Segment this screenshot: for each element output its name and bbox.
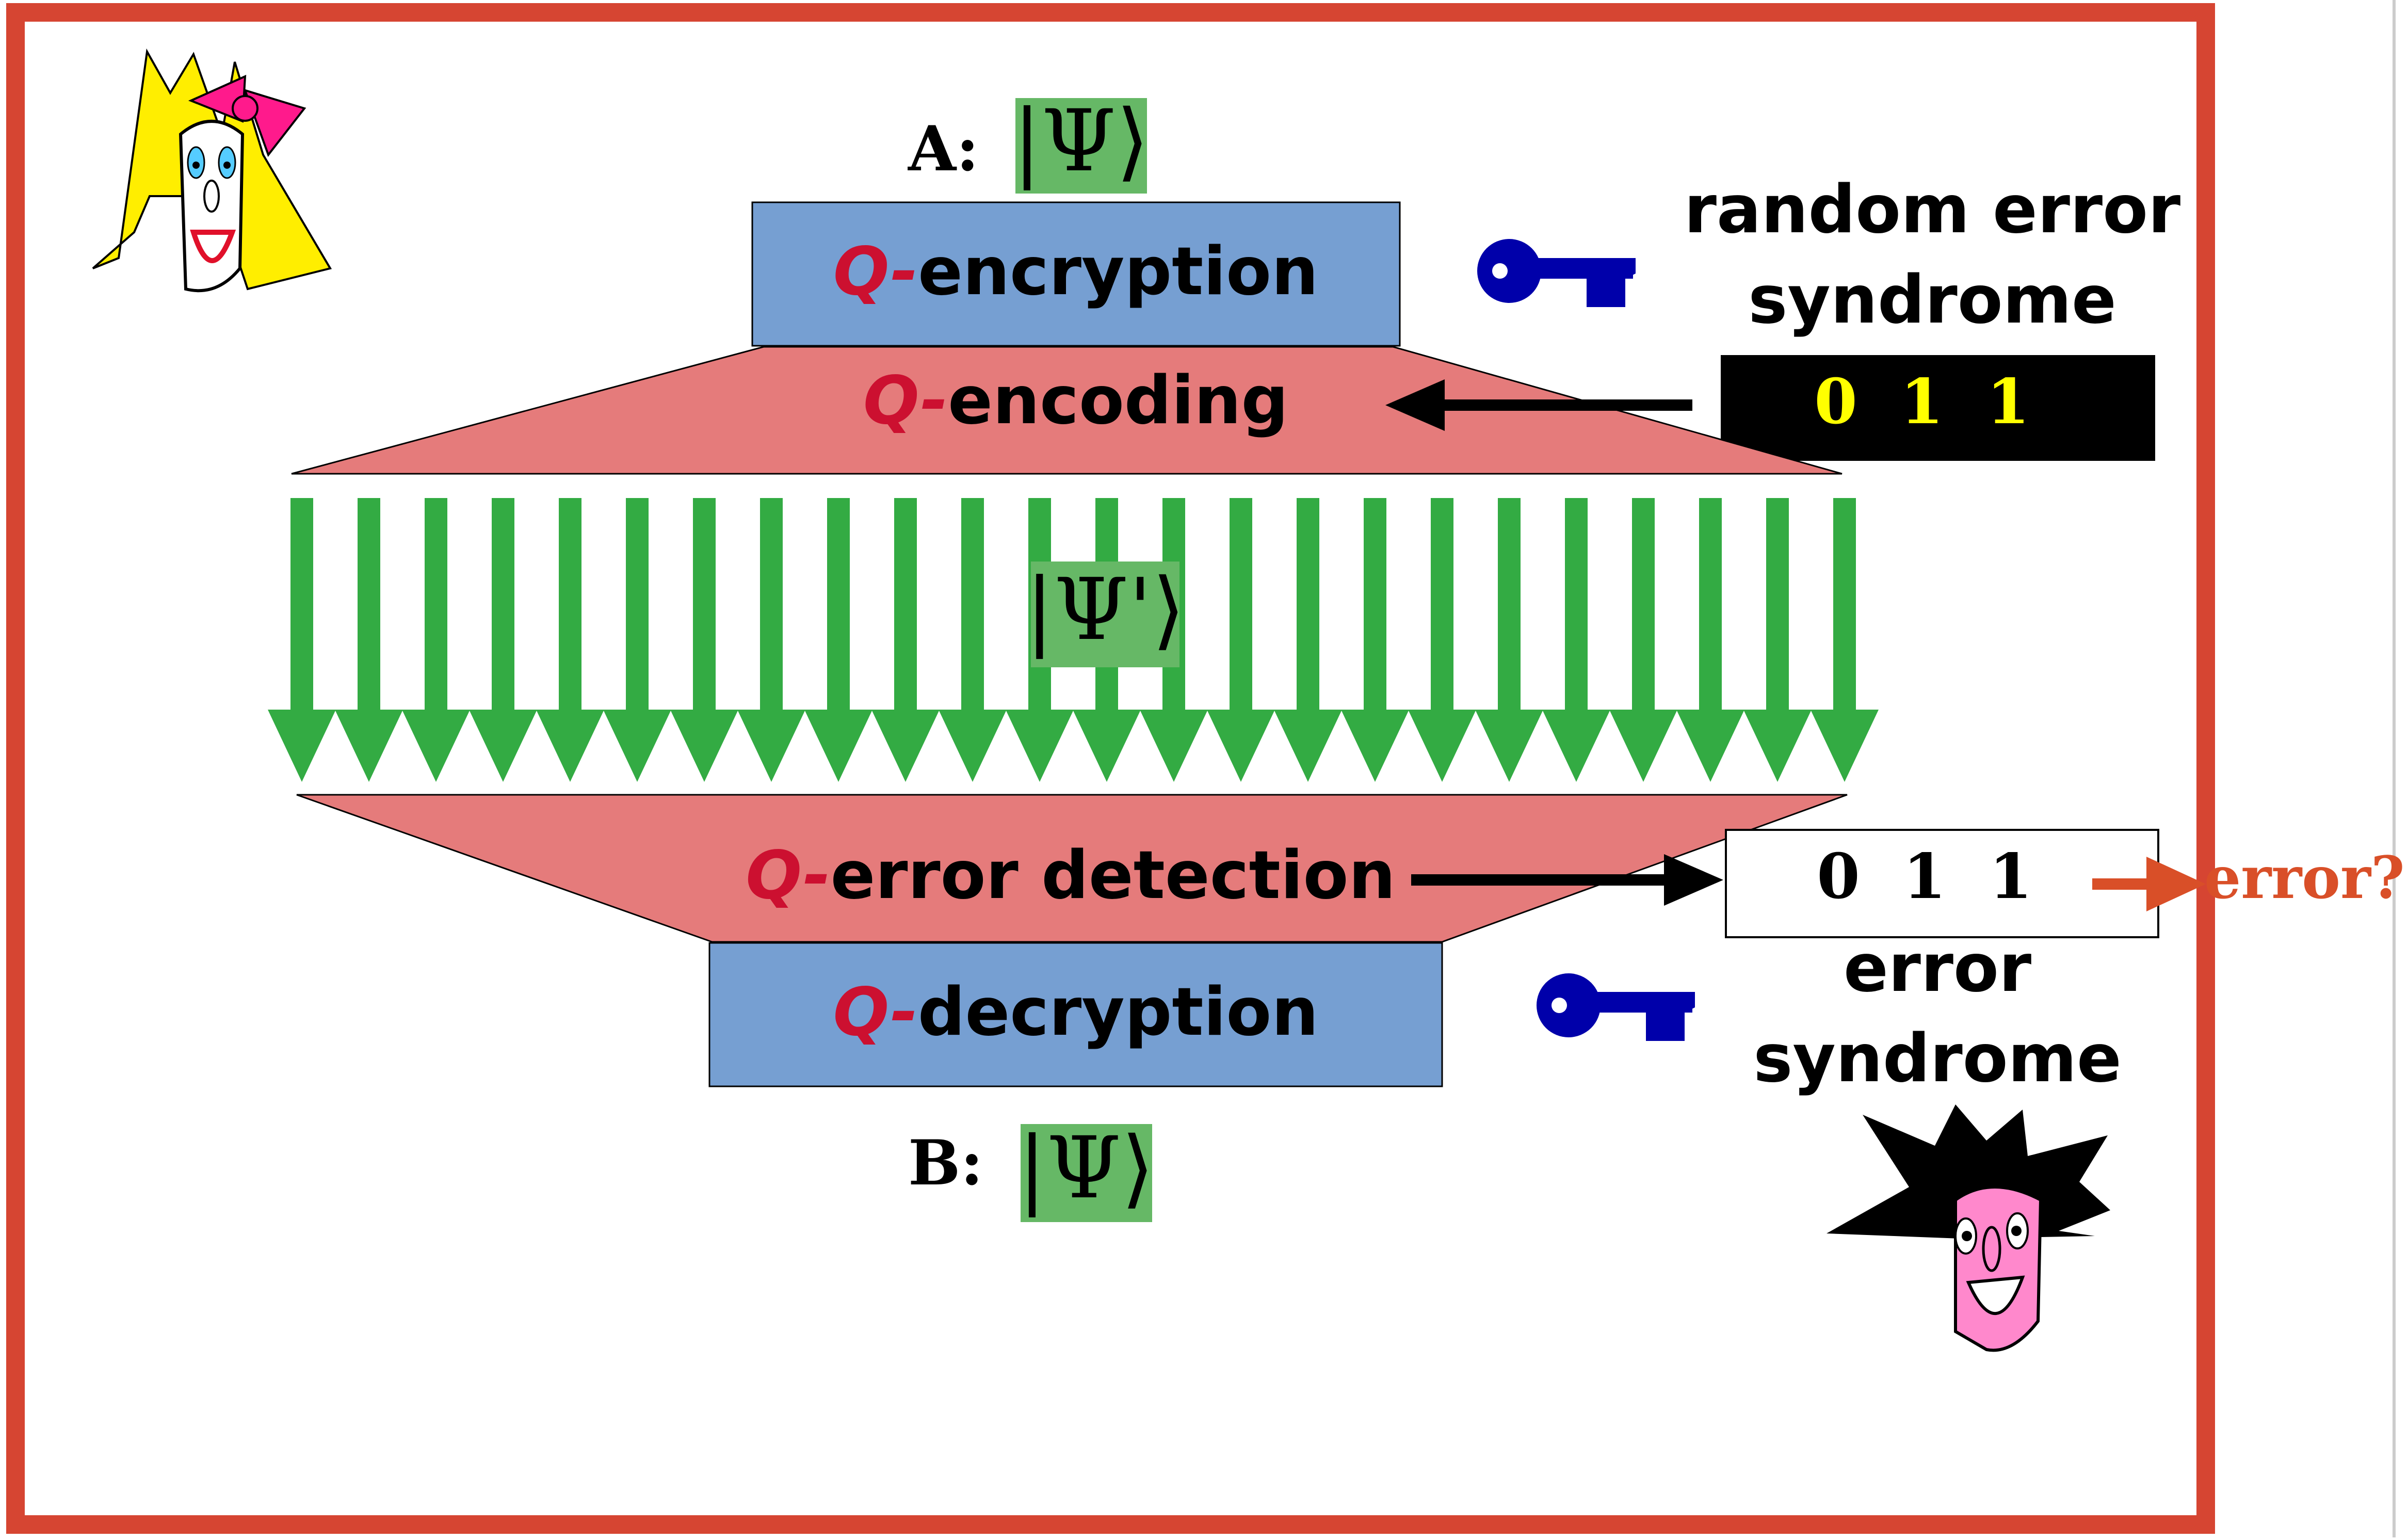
sender-state: |Ψ⟩ (1013, 91, 1150, 190)
q-prefix-encoding: Q- (863, 362, 948, 439)
channel-arrow (804, 498, 872, 782)
detected-syndrome-label-line1: error (1844, 930, 2031, 1007)
error-query-arrow (2092, 857, 2206, 911)
channel-arrows (268, 498, 1879, 782)
decryption-box (708, 942, 1443, 1087)
channel-arrow (871, 498, 940, 782)
encoding-step-text: encoding (948, 362, 1288, 439)
receiver-state-highlight (1021, 1124, 1152, 1222)
q-prefix-error-detection: Q- (746, 837, 830, 914)
encryption-step-text: encryption (918, 233, 1318, 310)
channel-arrow (670, 498, 738, 782)
channel-arrow (603, 498, 671, 782)
channel-arrow (1207, 498, 1275, 782)
channel-state-highlight (1031, 562, 1179, 667)
random-syndrome-box (1721, 355, 2155, 461)
random-syndrome-title-line2: syndrome (1748, 262, 2116, 339)
alice-cartoon-icon (92, 48, 332, 293)
channel-arrow (268, 498, 336, 782)
error-detection-step-text: error detection (831, 837, 1396, 914)
receiver-label: B: (908, 1127, 983, 1199)
channel-state: |Ψ'⟩ (1025, 560, 1185, 659)
bob-cartoon-icon (1827, 1104, 2110, 1352)
encryption-label: Q-encryption (833, 233, 1318, 310)
encoding-band (291, 346, 1843, 475)
encryption-box (751, 201, 1401, 347)
channel-arrow (939, 498, 1007, 782)
receiver-state: |Ψ⟩ (1018, 1118, 1155, 1217)
q-prefix-encryption: Q- (833, 233, 918, 310)
outer-frame (6, 3, 2215, 1534)
decryption-step-text: decryption (918, 974, 1319, 1051)
channel-arrow (1811, 498, 1879, 782)
channel-arrow (737, 498, 805, 782)
key-icon (1477, 239, 1636, 307)
channel-arrow (1676, 498, 1744, 782)
sender-label: A: (908, 113, 979, 185)
channel-arrow (1609, 498, 1677, 782)
channel-arrow (1743, 498, 1812, 782)
detected-syndrome-bits: 0 1 1 (1817, 840, 2032, 913)
channel-arrow (536, 498, 604, 782)
channel-arrow (1274, 498, 1342, 782)
encoding-label: Q-encoding (863, 362, 1288, 439)
channel-arrow (1475, 498, 1543, 782)
channel-arrow (335, 498, 403, 782)
random-syndrome-bits: 0 1 1 (1814, 365, 2030, 438)
channel-arrow (1542, 498, 1610, 782)
detected-syndrome-label-line2: syndrome (1753, 1020, 2122, 1097)
q-prefix-decryption: Q- (833, 974, 918, 1051)
error-detection-band (296, 794, 1848, 943)
decryption-label: Q-decryption (833, 974, 1319, 1051)
key-icon (1537, 973, 1695, 1041)
detected-syndrome-box (1725, 829, 2159, 938)
sender-state-highlight (1015, 98, 1147, 194)
error-query-text: error? (2204, 844, 2405, 912)
error-detection-label: Q-error detection (746, 837, 1395, 914)
random-syndrome-title-line1: random error (1684, 171, 2180, 248)
channel-arrow (1408, 498, 1476, 782)
channel-arrow (1341, 498, 1409, 782)
channel-arrow (402, 498, 470, 782)
syndrome-to-encoding-arrow (1385, 379, 1692, 431)
channel-arrow (469, 498, 537, 782)
detection-to-syndrome-arrow (1411, 854, 1723, 906)
